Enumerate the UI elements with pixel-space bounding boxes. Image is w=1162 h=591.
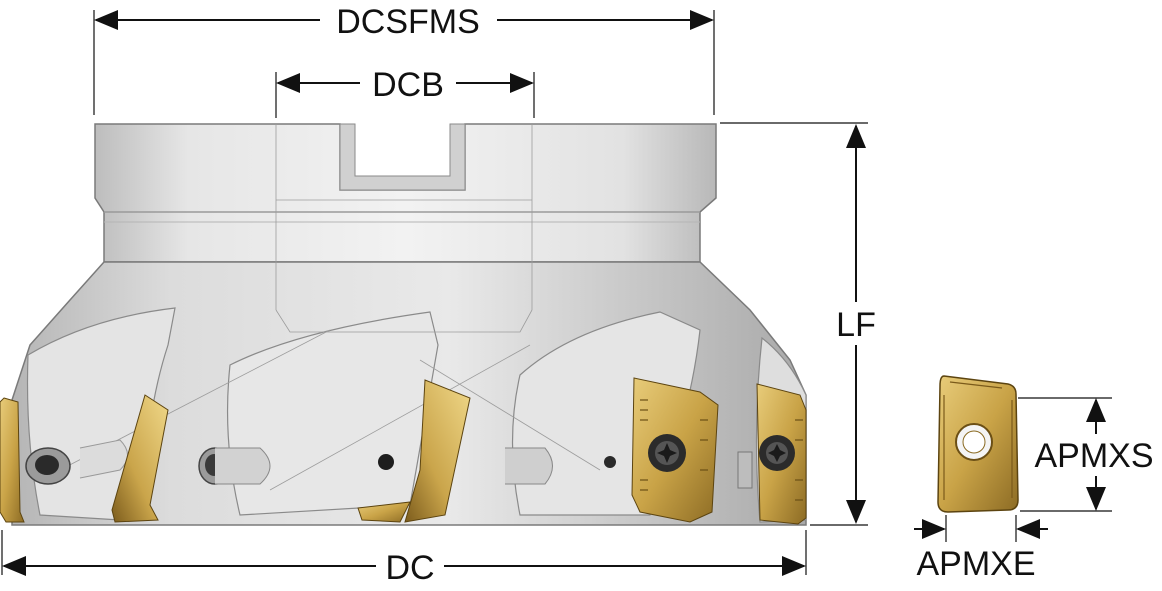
label-apmxs: APMXS <box>1034 437 1153 475</box>
cutter-body <box>0 123 807 526</box>
torx-screw <box>759 435 795 471</box>
insert-detail <box>937 375 1019 513</box>
dimension-lines <box>1 9 1112 576</box>
torx-screw <box>648 434 686 472</box>
cutting-insert <box>0 397 25 523</box>
label-dcb: DCB <box>372 66 444 104</box>
cutting-insert <box>111 394 169 523</box>
label-apmxe: APMXE <box>916 545 1035 583</box>
cutting-insert <box>357 501 411 523</box>
label-dcsfms: DCSFMS <box>336 3 480 41</box>
screw-hole <box>604 456 616 468</box>
cutter-top-cylinder <box>94 123 717 263</box>
insert-serrations <box>640 399 803 501</box>
label-dc: DC <box>385 549 434 587</box>
cutting-insert <box>404 379 471 523</box>
label-lf: LF <box>836 306 876 344</box>
hidden-lines <box>59 124 601 491</box>
screw-hole <box>378 454 394 470</box>
keyway-slot <box>339 123 466 191</box>
